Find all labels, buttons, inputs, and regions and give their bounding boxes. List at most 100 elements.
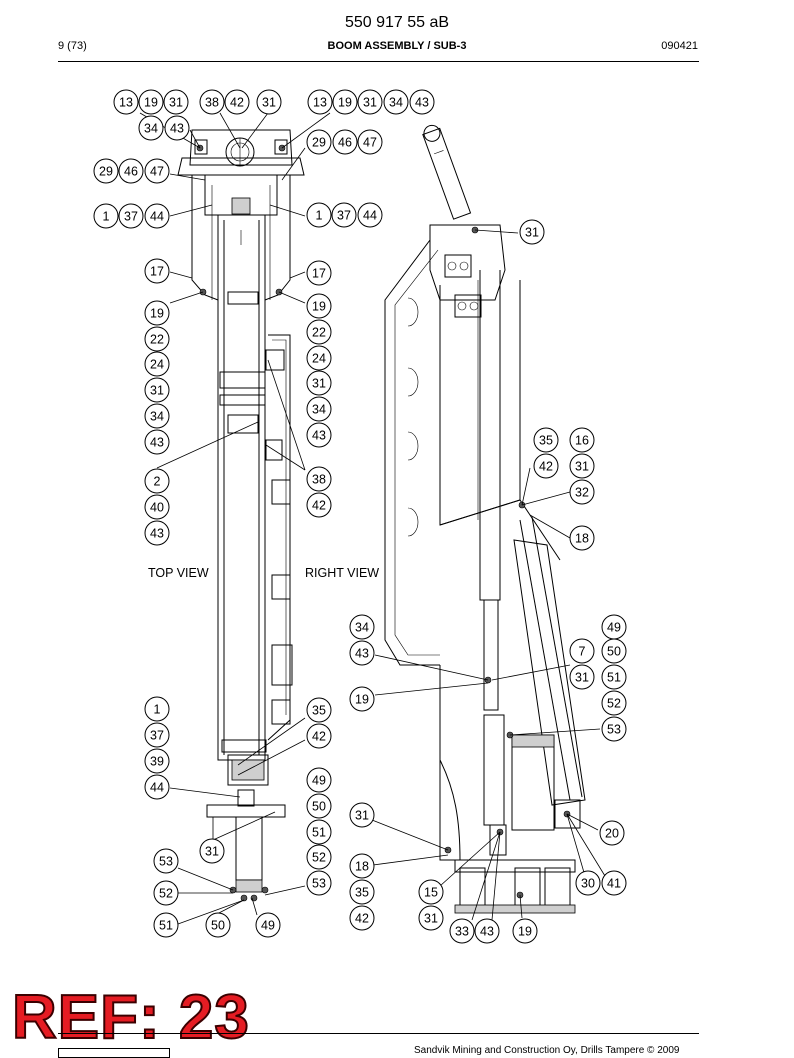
callout-number: 19 [312, 300, 326, 314]
callout-34: 34 [138, 115, 164, 141]
callout-number: 34 [355, 621, 369, 635]
callout-49: 49 [601, 614, 627, 640]
callout-17: 17 [306, 260, 332, 286]
callout-number: 44 [363, 209, 377, 223]
callout-number: 53 [312, 877, 326, 891]
callout-39: 39 [144, 748, 170, 774]
header-divider [58, 61, 699, 62]
callout-number: 31 [575, 671, 589, 685]
callout-1: 1 [93, 203, 119, 229]
callout-number: 16 [575, 434, 589, 448]
callout-43: 43 [164, 115, 190, 141]
callout-17: 17 [144, 258, 170, 284]
callout-32: 32 [569, 479, 595, 505]
callout-number: 46 [124, 165, 138, 179]
callout-13: 13 [307, 89, 333, 115]
callout-31: 31 [349, 802, 375, 828]
callout-43: 43 [349, 640, 375, 666]
callout-number: 46 [338, 136, 352, 150]
callout-number: 38 [205, 96, 219, 110]
callout-number: 24 [312, 352, 326, 366]
callout-number: 13 [119, 96, 133, 110]
callout-number: 38 [312, 473, 326, 487]
callout-number: 33 [455, 925, 469, 939]
right-view-boom [384, 124, 586, 914]
callout-16: 16 [569, 427, 595, 453]
callout-51: 51 [306, 819, 332, 845]
callout-number: 32 [575, 486, 589, 500]
callout-number: 51 [607, 671, 621, 685]
callout-20: 20 [599, 820, 625, 846]
callout-51: 51 [153, 912, 179, 938]
callout-37: 37 [331, 202, 357, 228]
callout-number: 7 [579, 645, 586, 659]
callout-number: 19 [518, 925, 532, 939]
callout-number: 44 [150, 781, 164, 795]
page-number: 9 (73) [58, 40, 87, 52]
callout-19: 19 [349, 686, 375, 712]
callout-number: 43 [150, 436, 164, 450]
callout-35: 35 [306, 697, 332, 723]
callout-number: 31 [363, 96, 377, 110]
callout-number: 31 [355, 809, 369, 823]
callout-number: 42 [230, 96, 244, 110]
callout-50: 50 [205, 912, 231, 938]
callout-number: 1 [154, 703, 161, 717]
callout-number: 51 [312, 826, 326, 840]
callout-number: 29 [312, 136, 326, 150]
callout-number: 19 [355, 693, 369, 707]
callout-number: 18 [355, 860, 369, 874]
callout-number: 34 [150, 410, 164, 424]
top-view-label: TOP VIEW [148, 566, 209, 580]
callout-52: 52 [306, 844, 332, 870]
callout-22: 22 [144, 326, 170, 352]
callout-24: 24 [144, 351, 170, 377]
callout-19: 19 [512, 918, 538, 944]
callout-42: 42 [306, 723, 332, 749]
callout-29: 29 [306, 129, 332, 155]
callout-number: 35 [539, 434, 553, 448]
callout-33: 33 [449, 918, 475, 944]
callout-49: 49 [255, 912, 281, 938]
callout-number: 47 [363, 136, 377, 150]
callout-number: 51 [159, 919, 173, 933]
callout-34: 34 [306, 396, 332, 422]
callout-22: 22 [306, 319, 332, 345]
callout-number: 29 [99, 165, 113, 179]
callout-24: 24 [306, 345, 332, 371]
callout-52: 52 [153, 880, 179, 906]
callout-43: 43 [474, 918, 500, 944]
page-title: BOOM ASSEMBLY / SUB-3 [327, 40, 467, 52]
callout-31: 31 [163, 89, 189, 115]
leader-lines [139, 112, 606, 925]
callout-53: 53 [601, 716, 627, 742]
callout-34: 34 [144, 403, 170, 429]
callout-number: 50 [211, 919, 225, 933]
callout-46: 46 [118, 158, 144, 184]
callout-number: 31 [312, 377, 326, 391]
callout-number: 19 [338, 96, 352, 110]
callout-31: 31 [357, 89, 383, 115]
callout-19: 19 [306, 293, 332, 319]
callout-number: 42 [355, 912, 369, 926]
callout-number: 43 [312, 429, 326, 443]
callout-31: 31 [418, 905, 444, 931]
callout-number: 18 [575, 532, 589, 546]
callout-number: 44 [150, 210, 164, 224]
callout-42: 42 [306, 492, 332, 518]
callout-number: 47 [150, 165, 164, 179]
callout-number: 43 [150, 527, 164, 541]
callout-number: 50 [607, 645, 621, 659]
callout-30: 30 [575, 870, 601, 896]
callout-18: 18 [569, 525, 595, 551]
callout-19: 19 [332, 89, 358, 115]
callout-number: 20 [605, 827, 619, 841]
callout-number: 19 [150, 307, 164, 321]
callout-52: 52 [601, 690, 627, 716]
callout-number: 31 [205, 845, 219, 859]
callout-31: 31 [306, 370, 332, 396]
document-number: 550 917 55 aB [344, 14, 450, 31]
callout-number: 34 [144, 122, 158, 136]
callout-40: 40 [144, 494, 170, 520]
right-view-label: RIGHT VIEW [305, 566, 379, 580]
